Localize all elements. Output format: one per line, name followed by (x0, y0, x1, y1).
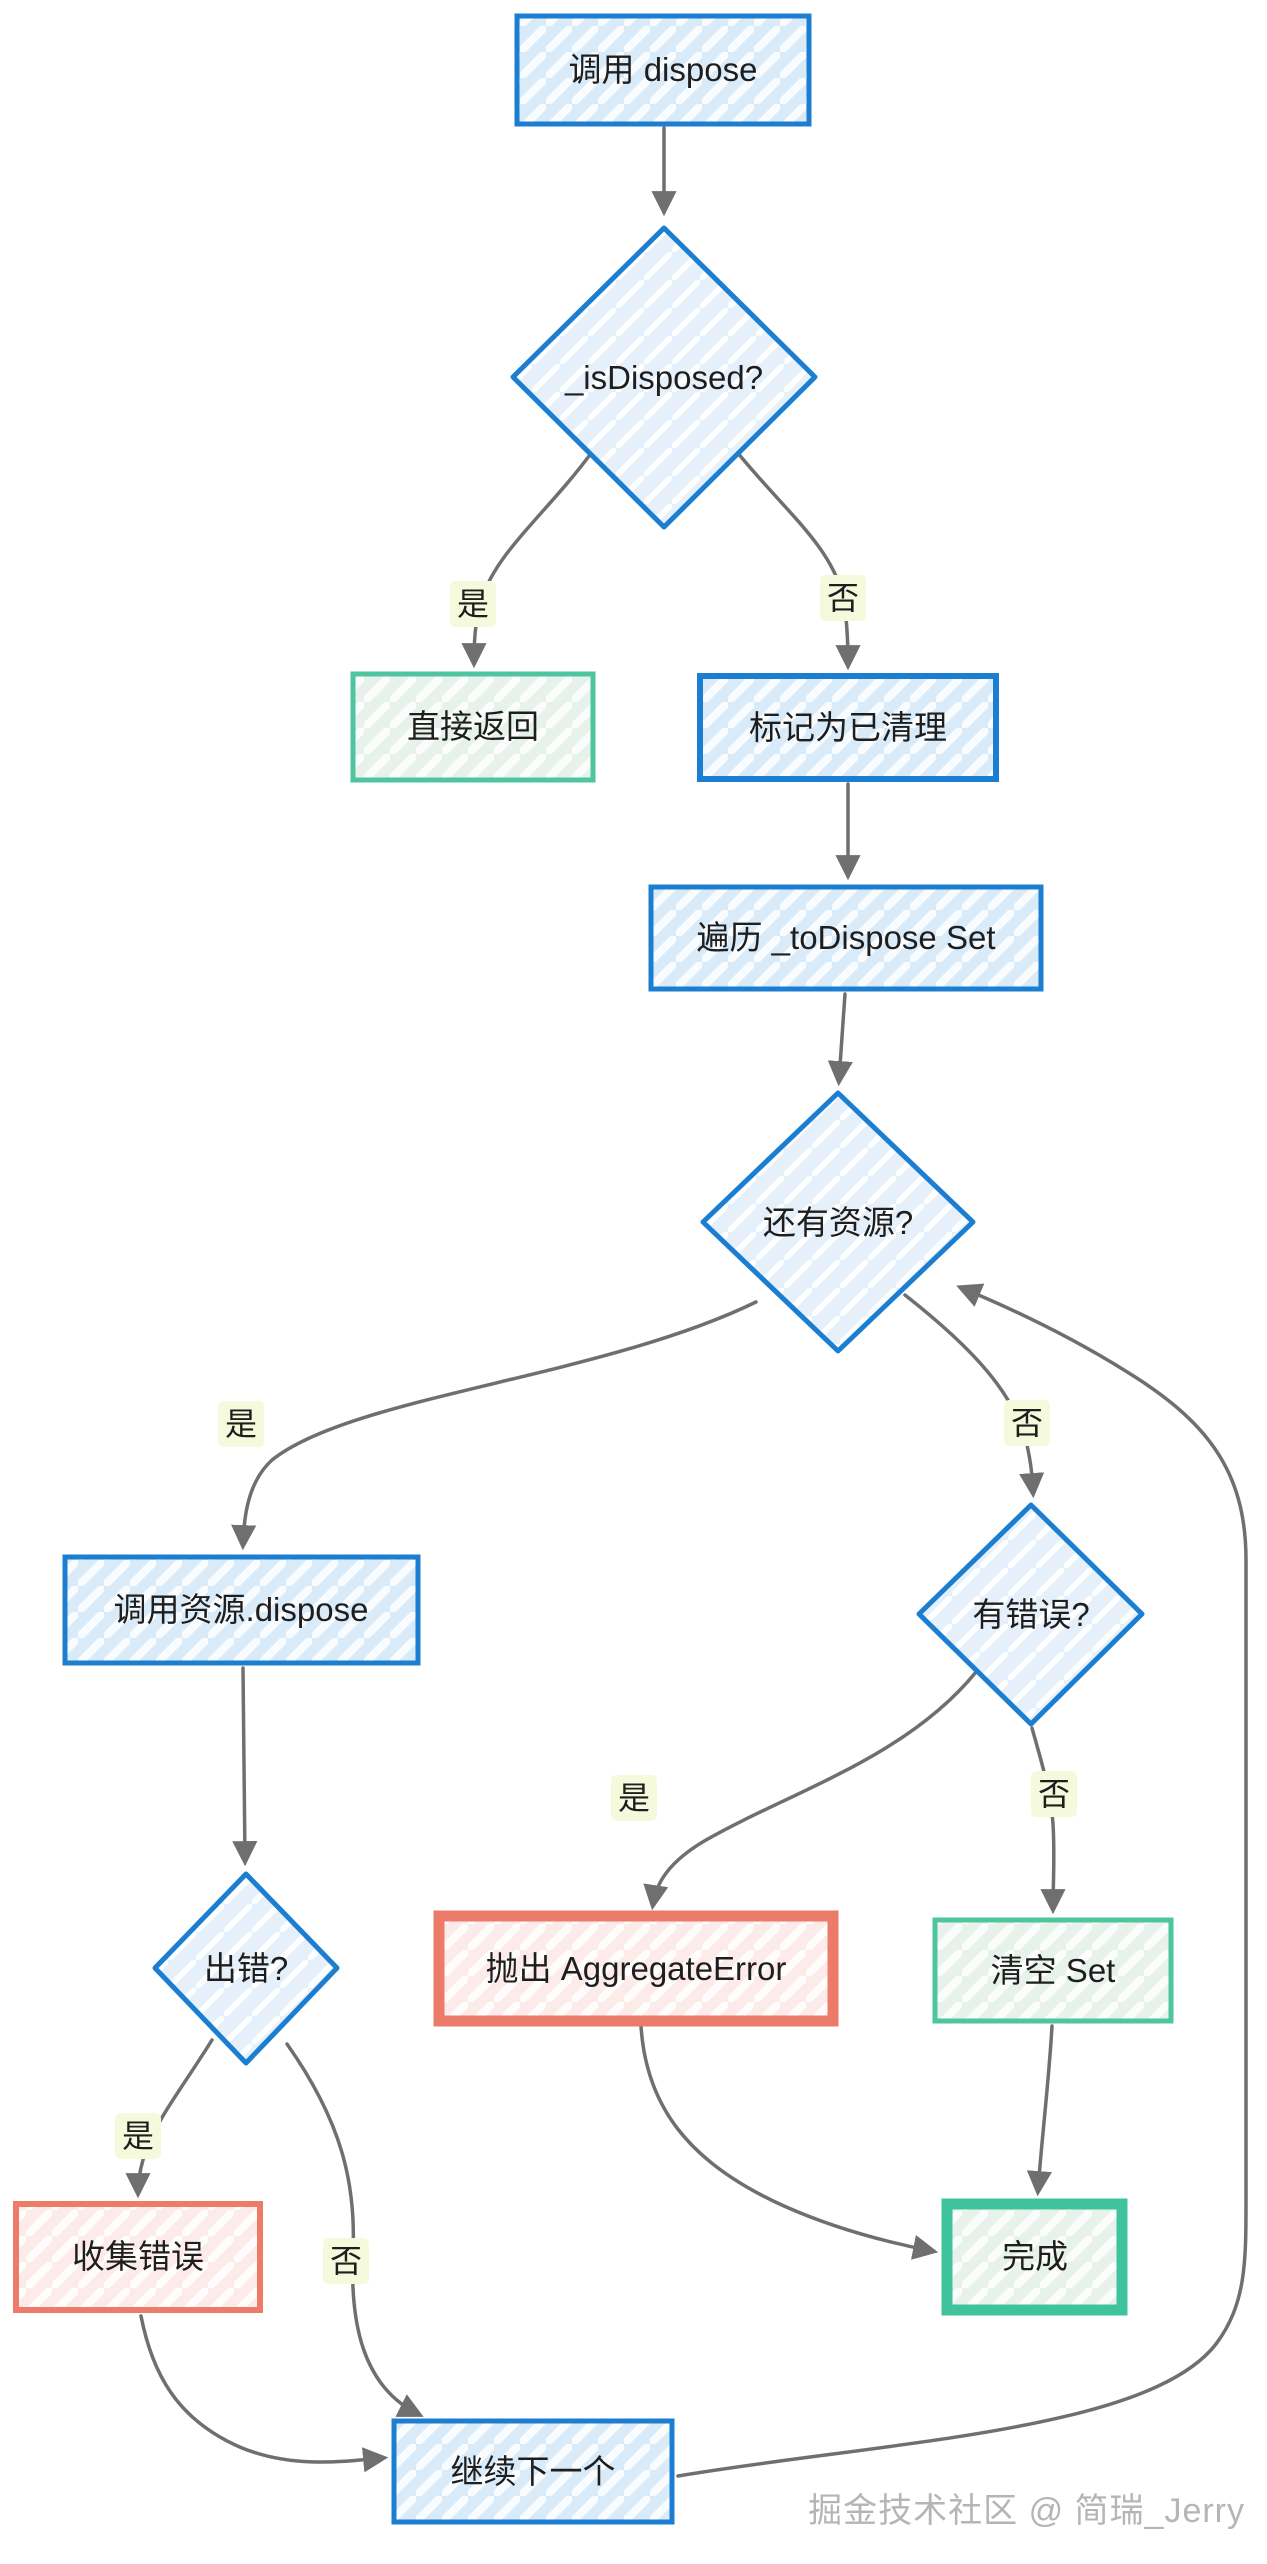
edge-diderror-no (285, 2042, 424, 2417)
node-mark-disposed-label: 标记为已清理 (749, 709, 947, 746)
node-call-resource-dispose-box (62, 1554, 421, 1666)
edge-label-diderror-no: 否 (323, 2238, 369, 2284)
node-clear-set-box (932, 1917, 1174, 2024)
node-did-error: 出错? (152, 1871, 340, 2066)
node-has-errors: 有错误? (916, 1502, 1145, 1727)
edge-label-bg (820, 575, 866, 621)
edge-label-diderror-yes: 是 (115, 2113, 161, 2159)
node-is-disposed: _isDisposed? (510, 225, 818, 530)
edge-labels: 是 否 是 否 是 否 是 (115, 575, 1077, 2284)
edge-label-isdisposed-no: 否 (820, 575, 866, 621)
node-is-disposed-diamond (510, 225, 818, 530)
node-throw-aggregate-error-label: 抛出 AggregateError (486, 1950, 787, 1987)
edge-label-bg (611, 1775, 657, 1821)
edge-label-text: 是 (225, 1406, 257, 1442)
edge-label-hasresources-no: 否 (1004, 1400, 1050, 1446)
edge-label-text: 否 (1038, 1776, 1070, 1812)
node-has-errors-diamond (916, 1502, 1145, 1727)
edge-label-text: 是 (122, 2118, 154, 2154)
edge-continue-loop-to-hasresources (676, 1283, 1248, 2478)
edge-label-text: 否 (827, 580, 859, 616)
watermark: 掘金技术社区 @ 简瑞_Jerry (808, 2492, 1245, 2530)
node-mark-disposed: 标记为已清理 (697, 673, 999, 782)
node-return-directly-label: 直接返回 (407, 708, 539, 745)
edge-throw-to-done (639, 2024, 939, 2260)
node-continue-next-box (391, 2418, 675, 2525)
node-return-directly-box (350, 671, 596, 783)
node-did-error-label: 出错? (204, 1950, 288, 1987)
edge-collect-to-continue (139, 2314, 389, 2473)
node-start: 调用 dispose (514, 13, 812, 127)
node-start-box (514, 13, 812, 127)
node-iterate-set-box (648, 884, 1044, 992)
edge-haserrors-no (1030, 1726, 1066, 1915)
node-call-resource-dispose-label: 调用资源.dispose (114, 1591, 369, 1628)
edge-isdisposed-no (735, 450, 861, 671)
node-continue-next: 继续下一个 (391, 2418, 675, 2525)
edge-label-text: 是 (618, 1780, 650, 1816)
node-did-error-diamond (152, 1871, 340, 2066)
node-has-resources-diamond (700, 1090, 976, 1354)
edge-label-bg (1031, 1771, 1077, 1817)
node-collect-errors: 收集错误 (13, 2201, 263, 2313)
node-mark-disposed-box (697, 673, 999, 782)
node-start-label: 调用 dispose (569, 51, 758, 88)
edge-iterate-to-hasresources (827, 992, 853, 1087)
edge-label-text: 否 (1011, 1405, 1043, 1441)
edge-label-text: 否 (330, 2243, 362, 2279)
node-throw-aggregate-error: 抛出 AggregateError (433, 1910, 839, 2027)
edge-label-haserrors-yes: 是 (611, 1775, 657, 1821)
edge-haserrors-yes (643, 1670, 978, 1911)
node-iterate-set-label: 遍历 _toDispose Set (697, 919, 996, 956)
edge-hasresources-yes (231, 1300, 758, 1551)
node-done: 完成 (941, 2198, 1128, 2316)
node-done-box (941, 2198, 1128, 2316)
edge-calldispose-to-diderror (232, 1666, 258, 1867)
edge-label-haserrors-no: 否 (1031, 1771, 1077, 1817)
edge-clearset-to-done (1026, 2024, 1054, 2197)
edge-label-bg (1004, 1400, 1050, 1446)
node-clear-set-label: 清空 Set (991, 1952, 1116, 1989)
node-clear-set: 清空 Set (932, 1917, 1174, 2024)
node-done-label: 完成 (1002, 2238, 1068, 2275)
node-throw-aggregate-error-box (433, 1910, 839, 2027)
edge-label-bg (450, 581, 496, 627)
edge-label-bg (323, 2238, 369, 2284)
node-has-resources: 还有资源? (700, 1090, 976, 1354)
node-continue-next-label: 继续下一个 (451, 2453, 616, 2490)
edge-label-isdisposed-yes: 是 (450, 581, 496, 627)
edge-label-bg (218, 1401, 264, 1447)
node-collect-errors-label: 收集错误 (72, 2238, 204, 2275)
node-return-directly: 直接返回 (350, 671, 596, 783)
edge-label-hasresources-yes: 是 (218, 1401, 264, 1447)
edge-isdisposed-yes (461, 450, 594, 669)
node-collect-errors-box (13, 2201, 263, 2313)
node-call-resource-dispose: 调用资源.dispose (62, 1554, 421, 1666)
edge-hasresources-no (903, 1293, 1045, 1499)
node-iterate-set: 遍历 _toDispose Set (648, 884, 1044, 992)
node-has-resources-label: 还有资源? (763, 1204, 913, 1241)
edge-label-text: 是 (457, 586, 489, 622)
edge-label-bg (115, 2113, 161, 2159)
node-has-errors-label: 有错误? (972, 1596, 1089, 1633)
node-is-disposed-label: _isDisposed? (564, 359, 763, 396)
